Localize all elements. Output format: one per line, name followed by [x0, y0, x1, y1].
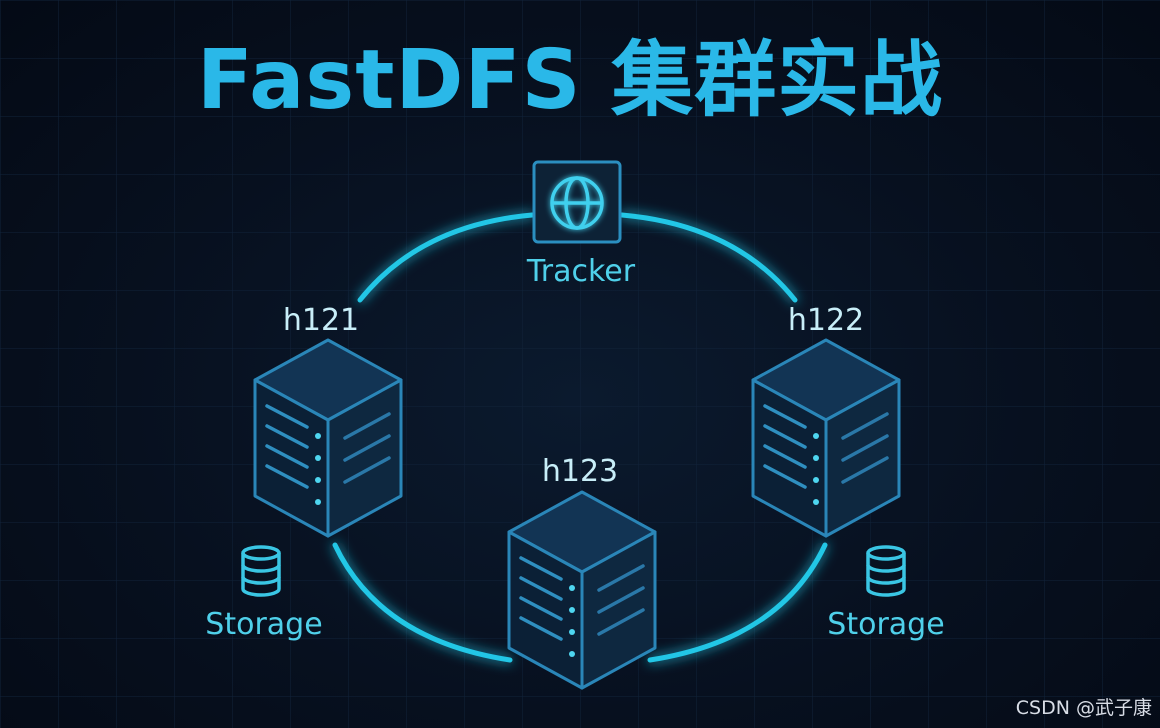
server-node-h121: h121	[253, 303, 403, 538]
server-node-h122: h122	[751, 303, 901, 538]
node-label-h122: h122	[788, 303, 864, 338]
node-label-h123: h123	[542, 454, 618, 489]
page-title: FastDFS 集群实战	[197, 33, 943, 128]
storage-node-right: Storage	[827, 545, 945, 642]
globe-icon	[550, 176, 604, 230]
storage-label-right: Storage	[827, 607, 944, 642]
server-icon	[253, 338, 403, 538]
tracker-label: Tracker	[526, 254, 636, 289]
server-icon	[507, 490, 657, 690]
storage-label-left: Storage	[205, 607, 322, 642]
server-node-h123: h123	[507, 454, 657, 690]
server-icon	[751, 338, 901, 538]
storage-node-left: Storage	[205, 545, 323, 642]
cluster-ring	[332, 212, 828, 663]
node-label-h121: h121	[283, 303, 359, 338]
watermark: CSDN @武子康	[1016, 697, 1152, 719]
tracker-node: Tracker	[526, 160, 636, 289]
